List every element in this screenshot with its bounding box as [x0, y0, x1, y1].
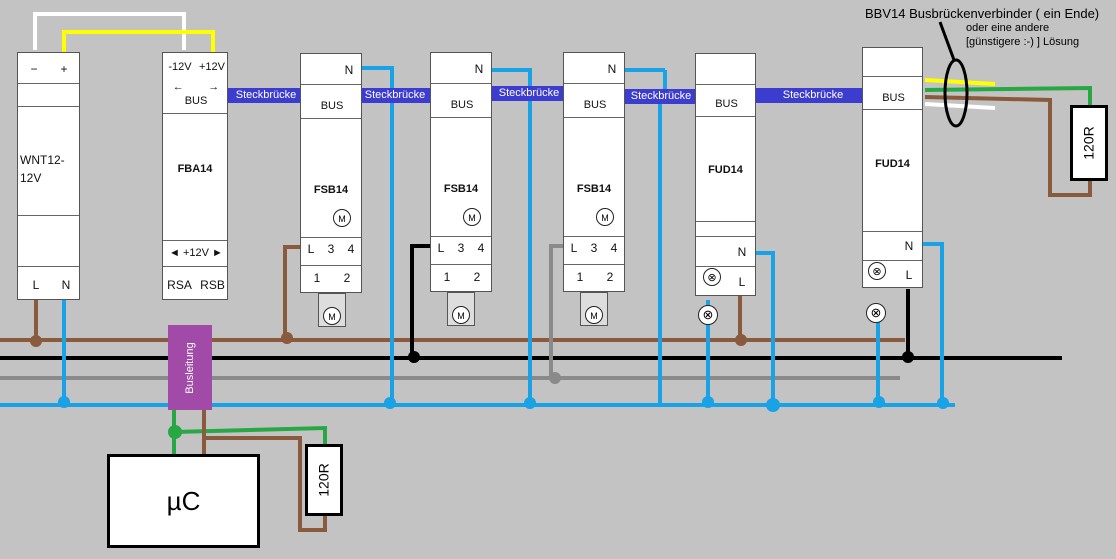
wire-fsb2-L	[410, 244, 430, 358]
steckbruecke-3: Steckbrücke	[485, 86, 573, 101]
wnt-name: WNT12-12V	[20, 153, 65, 185]
steckbruecke-5: Steckbrücke	[745, 88, 881, 103]
bbv-ellipse	[943, 58, 969, 128]
wire-bbv-yellow	[924, 78, 996, 86]
r1-label: 120R	[316, 463, 332, 497]
wnt-minus-label: −	[30, 62, 38, 76]
fba-rsb-label: RSB	[200, 278, 225, 292]
microcontroller-box: µC	[107, 454, 260, 548]
fsb2-bus-label: BUS	[450, 99, 474, 111]
fba-bus-label: BUS	[184, 95, 208, 107]
fsb3-motor-icon: M	[585, 306, 603, 324]
steckbruecke-1: Steckbrücke	[218, 88, 314, 103]
fsb1-1-label: 1	[313, 271, 321, 285]
wire-fud2-N	[922, 242, 944, 405]
fsb3-bus-label: BUS	[583, 99, 607, 111]
steckbruecke-4: Steckbrücke	[620, 89, 702, 104]
module-fsb14-3: N BUS FSB14 M L 3 4 1 2	[563, 52, 625, 292]
fsb3-1-label: 1	[576, 270, 584, 284]
fsb1-motor-icon: M	[323, 307, 341, 325]
fsb1-4-label: 4	[347, 242, 355, 256]
wire-fsb3-N-drop	[658, 70, 667, 405]
fsb3-3-label: 3	[590, 241, 598, 255]
module-wnt12: − + WNT12-12V L N	[17, 52, 80, 300]
motor-icon: M	[463, 208, 481, 226]
fsb2-name: FSB14	[443, 183, 479, 195]
fsb1-3-label: 3	[327, 242, 335, 256]
fud2-N-label: N	[904, 239, 914, 253]
wnt-N-label: N	[61, 278, 71, 292]
wire-fsb2-N	[491, 68, 532, 405]
wnt-L-label: L	[32, 278, 40, 292]
module-fud14-2: BUS FUD14 N L ⊗	[862, 47, 923, 288]
module-fsb14-2: N BUS FSB14 M L 3 4 1 2	[430, 52, 492, 292]
fud2-name: FUD14	[875, 158, 910, 170]
fsb1-L-label: L	[307, 242, 315, 256]
wire-brown-r1	[204, 436, 327, 532]
motor-icon: M	[596, 208, 614, 226]
wire-bbv-white	[924, 102, 996, 110]
fsb2-motor-icon: M	[452, 306, 470, 324]
module-fsb14-1: N BUS FSB14 M L 3 4 1 2	[300, 53, 362, 293]
r2-label: 120R	[1081, 126, 1097, 160]
fba-p12-label: +12V	[199, 61, 225, 73]
wire-green-r1	[173, 425, 327, 445]
fud2-L-label: L	[905, 268, 913, 282]
fsb3-L-label: L	[570, 241, 578, 255]
fsb3-N-label: N	[607, 62, 617, 76]
steckbruecke-2: Steckbrücke	[355, 88, 435, 103]
module-fud14-1: BUS FUD14 N L ⊗	[695, 53, 756, 296]
resistor-120r-bottom: 120R	[305, 444, 343, 516]
fba-rsa-label: RSA	[167, 278, 192, 292]
fba-arrows: ← →	[172, 81, 220, 93]
bbv-pointer	[938, 21, 956, 61]
fsb1-bus-label: BUS	[320, 100, 344, 112]
wire-fsb1-L	[283, 245, 300, 340]
busleitung-block: Busleitung	[168, 325, 212, 410]
fud1-L-label: L	[738, 275, 746, 289]
fsb2-3-label: 3	[457, 241, 465, 255]
fud1-bus-label: BUS	[715, 98, 738, 110]
fba-v12-label: ◄ +12V ►	[169, 247, 223, 259]
bbv-line2: oder eine andere	[966, 22, 1050, 34]
wire-bbv-green	[924, 85, 1092, 105]
fud2-lamp-icon: ⊗	[866, 303, 886, 323]
fsb3-4-label: 4	[610, 241, 618, 255]
lamp-icon: ⊗	[868, 262, 886, 280]
wnt-plus-label: +	[60, 62, 68, 76]
wire-yellow-plus	[62, 30, 215, 52]
fsb2-1-label: 1	[443, 270, 451, 284]
fsb2-L-label: L	[437, 241, 445, 255]
fsb1-2-label: 2	[343, 271, 351, 285]
lamp-icon: ⊗	[703, 268, 721, 286]
busleitung-label: Busleitung	[184, 341, 196, 394]
fsb3-name: FSB14	[576, 183, 612, 195]
bbv-title: BBV14 Busbrückenverbinder ( ein Ende)	[865, 6, 1100, 21]
bbv-line3: [günstigere :-) ] Lösung	[966, 36, 1080, 48]
fba-name: FBA14	[177, 163, 213, 175]
wire-bbv-brown	[924, 95, 1092, 197]
fsb2-4-label: 4	[477, 241, 485, 255]
fud2-bus-label: BUS	[882, 92, 905, 104]
motor-icon: M	[333, 209, 351, 227]
wire-fud1-N	[755, 251, 775, 405]
fud1-lamp-icon: ⊗	[698, 305, 718, 325]
fud1-name: FUD14	[708, 164, 743, 176]
module-fba14: -12V +12V ← → BUS FBA14 ◄ +12V ► RSA RSB	[162, 52, 228, 300]
uc-label: µC	[166, 485, 201, 516]
fsb2-N-label: N	[474, 62, 484, 76]
resistor-120r-right: 120R	[1070, 105, 1108, 181]
fba-m12-label: -12V	[168, 61, 192, 73]
fsb1-name: FSB14	[313, 184, 349, 196]
wire-fsb3-L	[549, 244, 563, 378]
fsb3-2-label: 2	[606, 270, 614, 284]
fud1-N-label: N	[737, 245, 747, 259]
fsb2-2-label: 2	[473, 270, 481, 284]
wire-fsb1-N	[362, 66, 394, 405]
fsb1-N-label: N	[344, 63, 354, 77]
